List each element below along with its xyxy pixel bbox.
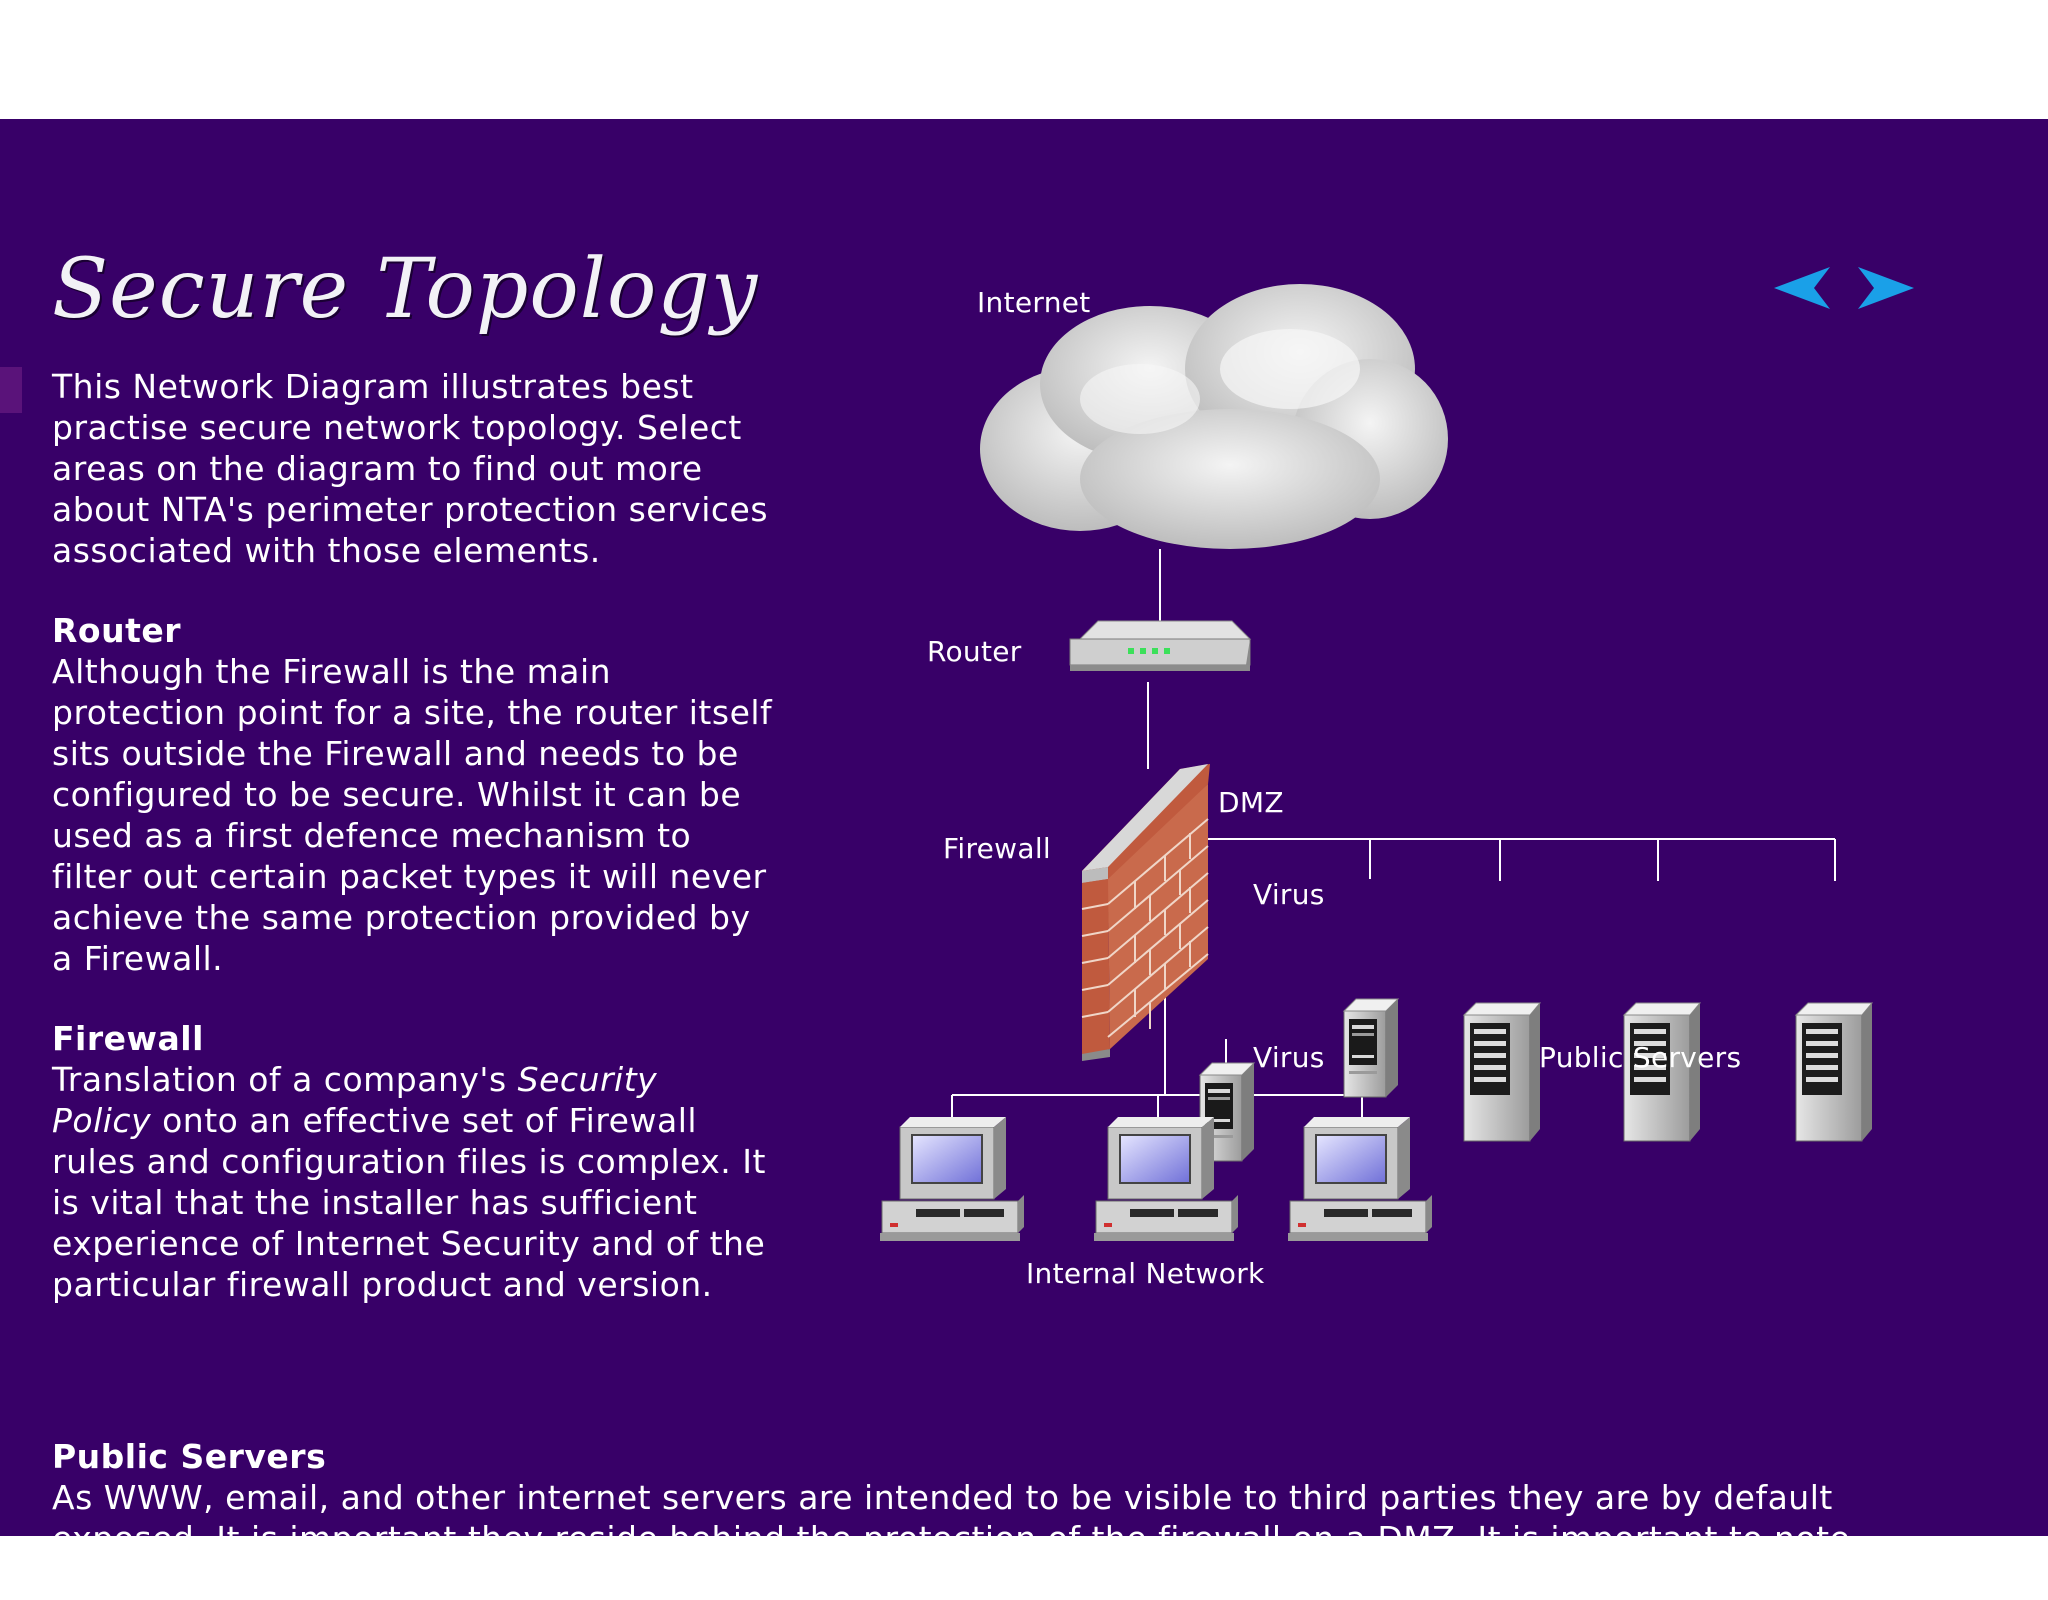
public-servers-line: As WWW, email, and other internet server… [52, 1478, 1833, 1517]
workstation-3 [1288, 1117, 1432, 1241]
firewall-line: rules and configuration files is complex… [52, 1142, 766, 1181]
router-hotspot[interactable] [1065, 614, 1260, 679]
intro-line: This Network Diagram illustrates best [52, 367, 694, 406]
internet-label: Internet [977, 286, 1091, 319]
firewall-line-text: Translation of a company's [52, 1060, 518, 1099]
firewall-label: Firewall [943, 832, 1051, 865]
firewall-wall [1081, 764, 1210, 1061]
router-line: protection point for a site, the router … [52, 693, 773, 732]
top-blank-band [0, 0, 2048, 119]
virus-dmz-hotspot[interactable] [1340, 995, 1402, 1099]
router-line: Although the Firewall is the main [52, 652, 612, 691]
internal-network-hotspot[interactable] [875, 1114, 1435, 1244]
router-line: configured to be secure. Whilst it can b… [52, 775, 742, 814]
intro-line: practise secure network topology. Select [52, 408, 742, 447]
network-diagram: Internet Router DMZ Firewall Virus Virus… [0, 119, 2048, 1536]
internal-network-label: Internal Network [1026, 1257, 1265, 1290]
page-title: Secure Topology [52, 242, 759, 337]
firewall-line: Policy onto an effective set of Firewall [52, 1100, 832, 1141]
router-line: achieve the same protection provided by [52, 898, 751, 937]
next-slide-button[interactable] [1854, 265, 1914, 311]
firewall-line: experience of Internet Security and of t… [52, 1224, 766, 1263]
firewall-line-text: onto an effective set of Firewall [151, 1101, 698, 1140]
intro-line: associated with those elements. [52, 531, 601, 570]
router-section: Router Although the Firewall is the main… [52, 610, 832, 979]
virus-internal-label: Virus [1253, 1041, 1325, 1074]
router-line: a Firewall. [52, 939, 224, 978]
internet-cloud [980, 284, 1448, 549]
dmz-label: DMZ [1218, 786, 1284, 819]
virus-internal-hotspot[interactable] [1196, 1059, 1258, 1163]
workstation-2 [1094, 1117, 1238, 1241]
policy-emphasis: Policy [52, 1101, 152, 1140]
public-servers-heading: Public Servers [52, 1437, 327, 1476]
public-server-3 [1794, 1002, 1874, 1142]
firewall-heading: Firewall [52, 1019, 204, 1058]
firewall-section: Firewall Translation of a company's Secu… [52, 1018, 832, 1305]
arrow-right-icon [1858, 267, 1914, 309]
firewall-line: particular firewall product and version. [52, 1265, 713, 1304]
intro-paragraph: This Network Diagram illustrates best pr… [52, 366, 832, 571]
public-servers-line: that they are still vulnerable to attack… [52, 1560, 1480, 1599]
intro-line: about NTA's perimeter protection service… [52, 490, 769, 529]
arrow-left-icon [1774, 267, 1830, 309]
public-server-2 [1622, 1002, 1702, 1142]
router-heading: Router [52, 611, 182, 650]
previous-slide-button[interactable] [1774, 265, 1834, 311]
public-server-1 [1462, 1002, 1542, 1142]
firewall-line: is vital that the installer has sufficie… [52, 1183, 698, 1222]
router-line: filter out certain packet types it will … [52, 857, 767, 896]
workstation-1 [880, 1117, 1024, 1241]
router-label: Router [927, 635, 1022, 668]
intro-line: areas on the diagram to find out more [52, 449, 703, 488]
firewall-hotspot[interactable] [1078, 759, 1213, 1059]
security-emphasis: Security [517, 1060, 658, 1099]
virus-server-dmz [1342, 998, 1400, 1098]
virus-dmz-label: Virus [1253, 878, 1325, 911]
side-accent [0, 367, 22, 413]
router-line: used as a first defence mechanism to [52, 816, 692, 855]
firewall-line: Translation of a company's Security [52, 1059, 832, 1100]
router-line: sits outside the Firewall and needs to b… [52, 734, 739, 773]
slide: Secure Topology This Network Diagram ill… [0, 119, 2048, 1599]
public-servers-label: Public Servers [1539, 1041, 1742, 1074]
diagram-graphics [880, 284, 1874, 1241]
router-device [1069, 620, 1252, 671]
slide-navigation [1774, 265, 1914, 311]
